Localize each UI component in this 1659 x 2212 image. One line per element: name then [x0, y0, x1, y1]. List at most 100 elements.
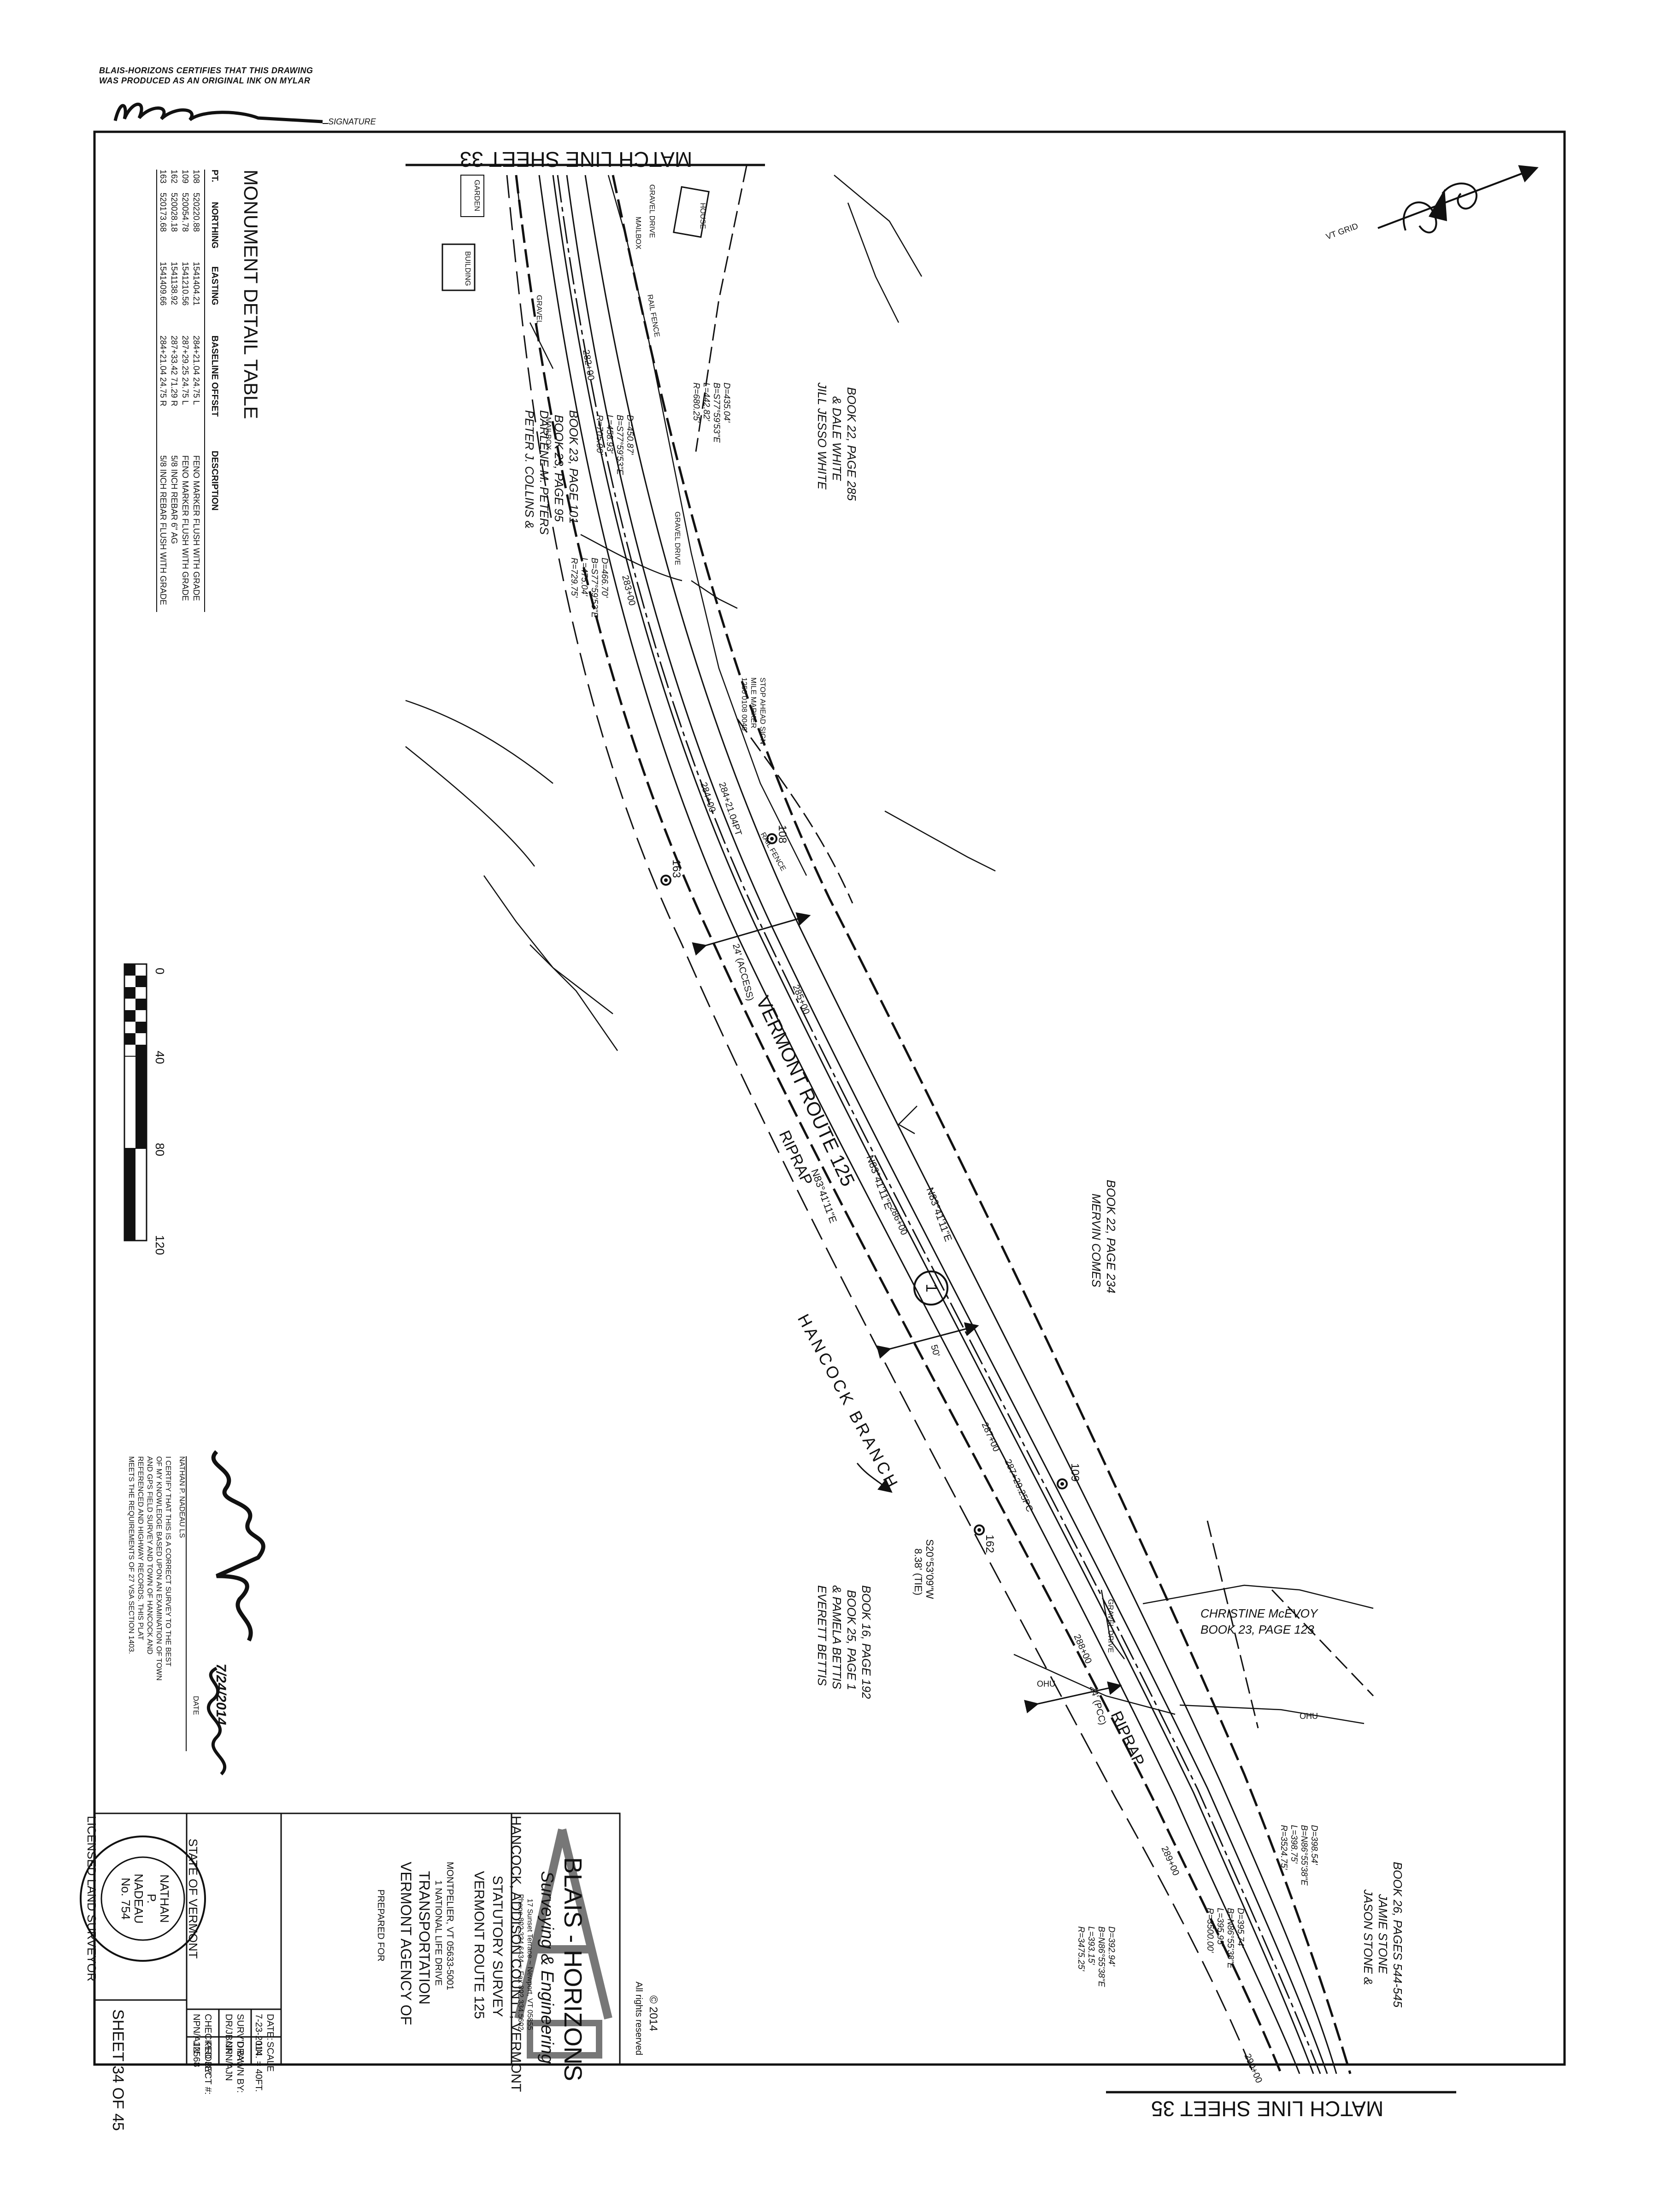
table-header-offset: BASELINE OFFSET — [210, 335, 219, 417]
svg-text:TRANSPORTATION: TRANSPORTATION — [416, 1871, 433, 2005]
monument-label-109: 109 — [1069, 1463, 1081, 1482]
garden-icon — [460, 175, 484, 217]
svg-text:R=3475.25': R=3475.25' — [1076, 1926, 1086, 1971]
svg-text:1 NATIONAL LIFE DRIVE: 1 NATIONAL LIFE DRIVE — [433, 1880, 443, 1986]
svg-text:B=S77°59'53"E: B=S77°59'53"E — [589, 558, 599, 618]
copyright: © 2014 — [647, 1995, 659, 2031]
svg-text:284+21.04 24.75 L: 284+21.04 24.75 L — [192, 335, 201, 405]
svg-text:284+21.04 24.75 R: 284+21.04 24.75 R — [159, 335, 168, 406]
svg-text:R=3500.00': R=3500.00' — [1205, 1908, 1215, 1953]
svg-text:R=705.00': R=705.00' — [594, 415, 604, 455]
svg-text:B=N86°55'38"E: B=N86°55'38"E — [1299, 1825, 1309, 1886]
svg-text:STATUTORY SURVEY: STATUTORY SURVEY — [490, 1876, 505, 2017]
svg-text:109: 109 — [181, 170, 190, 183]
mylar-signature — [113, 102, 323, 124]
mylar-certification: BLAIS-HORIZONS CERTIFIES THAT THIS DRAWI… — [99, 65, 313, 86]
monument-162 — [974, 1524, 985, 1535]
svg-text:BOOK 23, PAGE 95: BOOK 23, PAGE 95 — [552, 415, 566, 522]
row-line-right — [612, 175, 1352, 2074]
building-icon — [441, 243, 476, 291]
svg-text:HANCOCK, ADDISON COUNTY, VERMO: HANCOCK, ADDISON COUNTY, VERMONT — [508, 1816, 524, 2092]
firm-phone: Phone 802.334.6434 ~ Fax 802.334.5602 — [517, 1894, 524, 2030]
north-arrow-icon: VT GRID — [1325, 165, 1539, 241]
svg-text:520028.18: 520028.18 — [170, 193, 179, 232]
svg-text:I CERTIFY THAT THIS IS A CORRE: I CERTIFY THAT THIS IS A CORRECT SURVEY … — [164, 1456, 172, 1666]
mile-marker-label: MILE MARKER — [749, 677, 757, 728]
svg-text:BOOK 22, PAGE 285: BOOK 22, PAGE 285 — [845, 387, 859, 501]
north-arrow-label: VT GRID — [1325, 221, 1359, 241]
scale-tick-120: 120 — [153, 1235, 167, 1255]
svg-text:5/8 INCH REBAR FLUSH WITH GRAD: 5/8 INCH REBAR FLUSH WITH GRADE — [159, 455, 168, 605]
svg-text:P.: P. — [145, 1894, 159, 1903]
surveyor-signature — [211, 1450, 265, 1642]
monument-table: MONUMENT DETAIL TABLE PT. NORTHING EASTI… — [156, 170, 262, 612]
signature-date-handwriting — [207, 1666, 226, 1776]
svg-text:R=680.25': R=680.25' — [691, 382, 701, 423]
svg-text:JAMIE STONE: JAMIE STONE — [1376, 1894, 1390, 1974]
svg-text:LICENSED LAND SURVEYOR: LICENSED LAND SURVEYOR — [85, 1816, 99, 1981]
svg-text:BOOK 23, PAGE 101: BOOK 23, PAGE 101 — [567, 410, 581, 524]
svg-text:1541138.92: 1541138.92 — [170, 262, 179, 305]
svg-text:R=3524.75': R=3524.75' — [1279, 1825, 1288, 1870]
mile-marker-number: 1250 0108 0040 — [740, 677, 748, 731]
project-label: PROJECT #: — [203, 2041, 213, 2094]
table-header-description: DESCRIPTION — [210, 451, 219, 511]
svg-text:D=435.04': D=435.04' — [722, 382, 731, 423]
svg-text:PETER J. COLLINS &: PETER J. COLLINS & — [523, 410, 536, 529]
svg-text:163: 163 — [159, 170, 168, 183]
station-label: 287+29.25PC — [1002, 1458, 1035, 1513]
svg-text:VERMONT ROUTE 125: VERMONT ROUTE 125 — [471, 1871, 487, 2019]
svg-text:BOOK 23, PAGE 123: BOOK 23, PAGE 123 — [1200, 1623, 1314, 1636]
stream-name: HANCOCK BRANCH — [794, 1311, 903, 1493]
checked-label: CHECKED BY: — [203, 2014, 213, 2076]
width-label-2: 50' — [929, 1344, 941, 1358]
svg-text:L=393.15': L=393.15' — [1086, 1926, 1096, 1965]
survd-label: SURV'D BY: — [235, 2014, 245, 2065]
svg-text:D=466.70': D=466.70' — [600, 558, 609, 598]
monument-108 — [766, 833, 777, 844]
svg-text:520173.68: 520173.68 — [159, 193, 168, 232]
house-icon — [673, 186, 710, 238]
owner-everett-bettis: EVERETT BETTIS& PAMELA BETTIS BOOK 25, P… — [815, 1585, 873, 1699]
owner-peter-collins: PETER J. COLLINS &DARLENE M. PETERS BOOK… — [523, 410, 581, 535]
date-value: 7-23-2014 — [253, 2014, 264, 2056]
checked-value: NPN/AJN — [191, 2014, 201, 2053]
svg-text:NATHAN P. NADEAU LS: NATHAN P. NADEAU LS — [178, 1456, 186, 1538]
table-header-northing: NORTHING — [210, 202, 219, 248]
bearing-label-1: N83°41'11"E — [864, 1153, 894, 1211]
scale-bar: 0 40 80 120 — [124, 963, 167, 1255]
riprap-label-2: RIPRAP — [1107, 1708, 1148, 1769]
svg-text:EVERETT BETTIS: EVERETT BETTIS — [815, 1585, 829, 1686]
svg-text:BOOK 26, PAGES 544-545: BOOK 26, PAGES 544-545 — [1391, 1862, 1405, 2008]
firm-tagline: Surveying & Engineering — [537, 1871, 557, 2064]
svg-text:D=398.54': D=398.54' — [1309, 1825, 1319, 1865]
svg-text:JASON STONE &: JASON STONE & — [1361, 1889, 1375, 1985]
mailbox-label-1: MAILBOX — [634, 217, 642, 249]
building-label: BUILDING — [464, 251, 471, 286]
svg-text:CHRISTINE McEVOY: CHRISTINE McEVOY — [1200, 1606, 1318, 1620]
svg-text:FENO MARKER FLUSH WITH GRADE: FENO MARKER FLUSH WITH GRADE — [192, 455, 201, 601]
sign-label: STOP AHEAD SIGN — [759, 677, 766, 744]
svg-text:L=475.04': L=475.04' — [579, 558, 589, 597]
survd-value: DR/JB/JN — [224, 2014, 234, 2054]
svg-text:1541210.56: 1541210.56 — [181, 262, 190, 306]
width-label-1: 24' (ACCESS) — [730, 943, 755, 1002]
mailbox-label-2: MAILBOX — [544, 417, 552, 450]
gravel-drive-label-3: GRAVEL DRIVE — [1106, 1599, 1114, 1653]
house-label: HOUSE — [699, 203, 706, 229]
gravel-drive-label-2: GRAVEL DRIVE — [673, 512, 681, 565]
svg-text:L=395.95': L=395.95' — [1215, 1908, 1225, 1947]
svg-text:AND GPS FIELD SURVEY AND TOWN: AND GPS FIELD SURVEY AND TOWN OF HANCOCK… — [146, 1456, 153, 1654]
svg-text:7/24/2014: 7/24/2014 — [213, 1664, 229, 1725]
svg-text:NADEAU: NADEAU — [132, 1874, 146, 1924]
svg-text:162: 162 — [170, 170, 179, 183]
scale-tick-80: 80 — [153, 1143, 167, 1156]
